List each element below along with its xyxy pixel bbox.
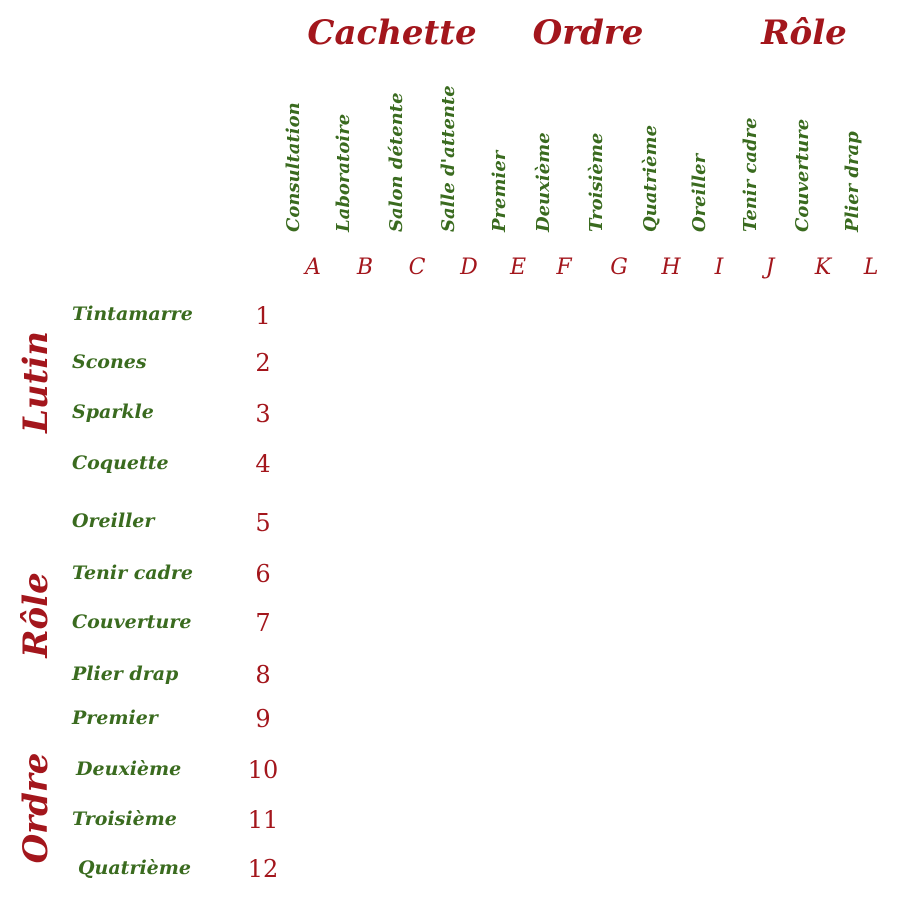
column-label: Oreiller	[689, 153, 710, 232]
row-number-2: 2	[255, 349, 271, 377]
row-number-5: 5	[255, 509, 271, 537]
row-label-6: Tenir cadre	[72, 562, 193, 584]
column-label: Tenir cadre	[740, 117, 761, 232]
row-label-7: Couverture	[72, 611, 192, 633]
row-label-10: Deuxième	[76, 758, 182, 780]
column-label: Premier	[489, 150, 510, 232]
row-number-8: 8	[255, 661, 271, 689]
row-label-5: Oreiller	[72, 510, 155, 532]
column-label: Plier drap	[842, 131, 863, 232]
row-label-11: Troisième	[72, 808, 177, 830]
row-number-6: 6	[255, 560, 271, 588]
side-group-title: Rôle	[16, 572, 56, 658]
column-label: Deuxième	[533, 132, 554, 232]
row-label-4: Coquette	[72, 452, 169, 474]
column-letter-i: I	[714, 255, 724, 280]
column-letter-l: L	[863, 255, 879, 280]
row-number-9: 9	[255, 705, 271, 733]
column-letter-d: D	[460, 255, 478, 280]
row-label-9: Premier	[72, 707, 158, 729]
row-label-12: Quatrième	[78, 857, 191, 879]
column-label: Couverture	[792, 118, 813, 232]
row-number-7: 7	[255, 609, 271, 637]
header-group-ordre: Ordre	[532, 13, 644, 53]
row-number-12: 12	[247, 855, 279, 883]
row-number-4: 4	[255, 450, 271, 478]
row-number-10: 10	[247, 756, 279, 784]
column-label: Salle d'attente	[438, 85, 459, 232]
column-letter-f: F	[556, 255, 572, 280]
row-label-3: Sparkle	[72, 401, 154, 423]
column-letter-c: C	[408, 255, 426, 280]
row-number-1: 1	[255, 302, 271, 330]
column-letter-e: E	[509, 255, 527, 280]
column-label: Consultation	[283, 102, 304, 232]
column-label: Salon détente	[386, 92, 407, 232]
row-number-11: 11	[247, 806, 279, 834]
side-group-title: Ordre	[16, 752, 56, 864]
column-label: Quatrième	[640, 124, 661, 232]
row-label-2: Scones	[72, 351, 147, 373]
column-label: Laboratoire	[333, 113, 354, 232]
header-group-role: Rôle	[761, 13, 847, 53]
row-label-1: Tintamarre	[72, 303, 193, 325]
column-label: Troisième	[586, 132, 607, 232]
side-group-title: Lutin	[16, 331, 56, 433]
column-letter-k: K	[814, 255, 832, 280]
column-letter-j: J	[765, 255, 775, 280]
column-letter-b: B	[356, 255, 374, 280]
row-number-3: 3	[255, 400, 271, 428]
row-label-8: Plier drap	[72, 663, 179, 685]
column-letter-h: H	[661, 255, 681, 280]
header-group-cachette: Cachette	[307, 13, 477, 53]
column-letter-g: G	[610, 255, 628, 280]
column-letter-a: A	[305, 255, 321, 280]
